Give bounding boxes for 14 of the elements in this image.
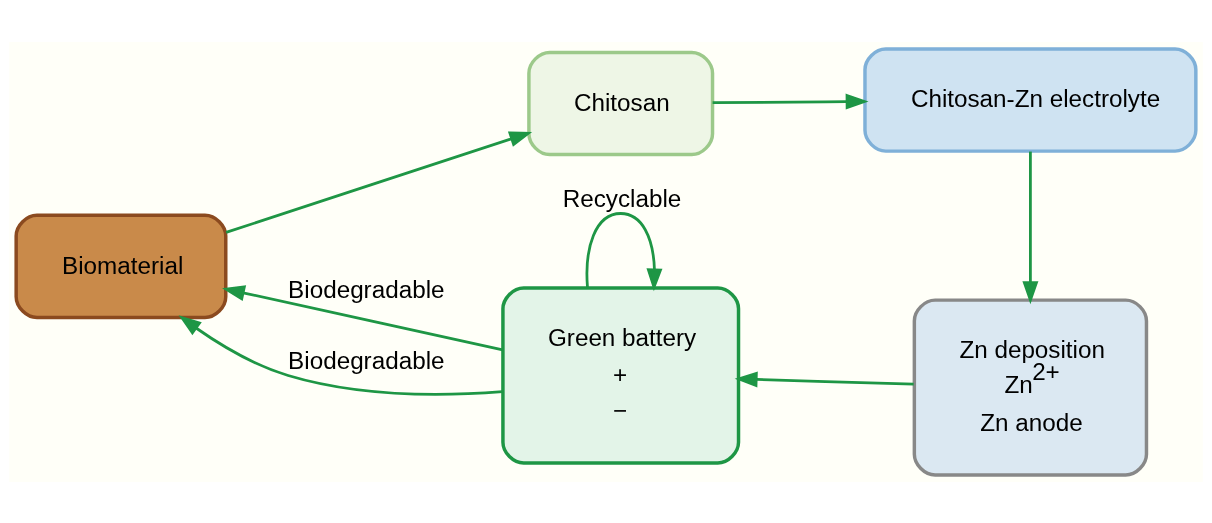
arrow: [712, 93, 869, 110]
arrow: [585, 211, 663, 291]
node-box: Chitosan-Zn electrolyte: [863, 46, 1198, 153]
arrow: [1022, 151, 1039, 304]
arrow: [734, 371, 914, 387]
arrow: [225, 131, 533, 234]
edge-label: Recyclable: [562, 184, 682, 212]
node-box: Biomaterial: [14, 213, 228, 319]
node-box: Chitosan: [527, 50, 715, 156]
arrow: [222, 284, 503, 351]
node-box: Green battery + −: [501, 285, 741, 465]
edge-label: Biodegradable: [288, 346, 445, 374]
edge-label: Biodegradable: [288, 275, 445, 303]
arrow: [178, 314, 503, 396]
